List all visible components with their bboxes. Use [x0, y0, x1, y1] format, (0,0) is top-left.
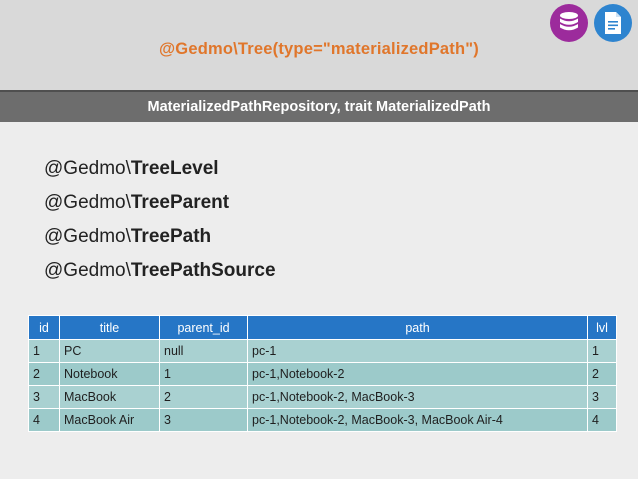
annotation-name: TreeParent — [130, 192, 230, 213]
cell-parent-id: 2 — [159, 385, 248, 409]
page-title: @Gedmo\Tree(type="materializedPath") — [159, 40, 479, 58]
cell-path: pc-1,Notebook-2, MacBook-3, MacBook Air-… — [247, 408, 588, 432]
annotation-list: @Gedmo\TreeLevel @Gedmo\TreeParent @Gedm… — [44, 152, 276, 288]
document-icon-graphic — [605, 12, 621, 34]
database-icon-graphic — [560, 12, 578, 31]
column-header-lvl: lvl — [587, 315, 617, 340]
table-row: 1 PC null pc-1 1 — [28, 339, 617, 363]
cell-parent-id: null — [159, 339, 248, 363]
cell-title: MacBook — [59, 385, 160, 409]
cell-id: 2 — [28, 362, 60, 386]
annotation-namespace: @Gedmo\ — [44, 260, 131, 281]
subtitle-bar: MaterializedPathRepository, trait Materi… — [0, 90, 638, 122]
annotation-item: @Gedmo\TreePath — [44, 220, 276, 254]
annotation-name: TreePathSource — [130, 260, 276, 281]
table-row: 2 Notebook 1 pc-1,Notebook-2 2 — [28, 362, 617, 386]
cell-path: pc-1 — [247, 339, 588, 363]
annotation-name: TreePath — [130, 226, 212, 247]
column-header-parent-id: parent_id — [159, 315, 248, 340]
cell-title: MacBook Air — [59, 408, 160, 432]
cell-lvl: 1 — [587, 339, 617, 363]
annotation-item: @Gedmo\TreePathSource — [44, 254, 276, 288]
slide-header: @Gedmo\Tree(type="materializedPath") — [0, 0, 638, 90]
cell-parent-id: 1 — [159, 362, 248, 386]
column-header-path: path — [247, 315, 588, 340]
tree-data-table: id title parent_id path lvl 1 PC null pc… — [28, 315, 617, 432]
cell-title: PC — [59, 339, 160, 363]
cell-title: Notebook — [59, 362, 160, 386]
column-header-id: id — [28, 315, 60, 340]
cell-lvl: 4 — [587, 408, 617, 432]
column-header-title: title — [59, 315, 160, 340]
subtitle: MaterializedPathRepository, trait Materi… — [147, 99, 491, 115]
cell-parent-id: 3 — [159, 408, 248, 432]
document-icon — [594, 4, 632, 42]
cell-lvl: 2 — [587, 362, 617, 386]
annotation-item: @Gedmo\TreeLevel — [44, 152, 276, 186]
cell-id: 4 — [28, 408, 60, 432]
annotation-namespace: @Gedmo\ — [44, 226, 131, 247]
cell-id: 1 — [28, 339, 60, 363]
database-icon — [550, 4, 588, 42]
cell-path: pc-1,Notebook-2 — [247, 362, 588, 386]
annotation-namespace: @Gedmo\ — [44, 158, 131, 179]
annotation-name: TreeLevel — [130, 158, 219, 179]
cell-id: 3 — [28, 385, 60, 409]
annotation-item: @Gedmo\TreeParent — [44, 186, 276, 220]
annotation-namespace: @Gedmo\ — [44, 192, 131, 213]
cell-lvl: 3 — [587, 385, 617, 409]
table-row: 4 MacBook Air 3 pc-1,Notebook-2, MacBook… — [28, 408, 617, 432]
table-header-row: id title parent_id path lvl — [28, 315, 617, 340]
cell-path: pc-1,Notebook-2, MacBook-3 — [247, 385, 588, 409]
table-row: 3 MacBook 2 pc-1,Notebook-2, MacBook-3 3 — [28, 385, 617, 409]
